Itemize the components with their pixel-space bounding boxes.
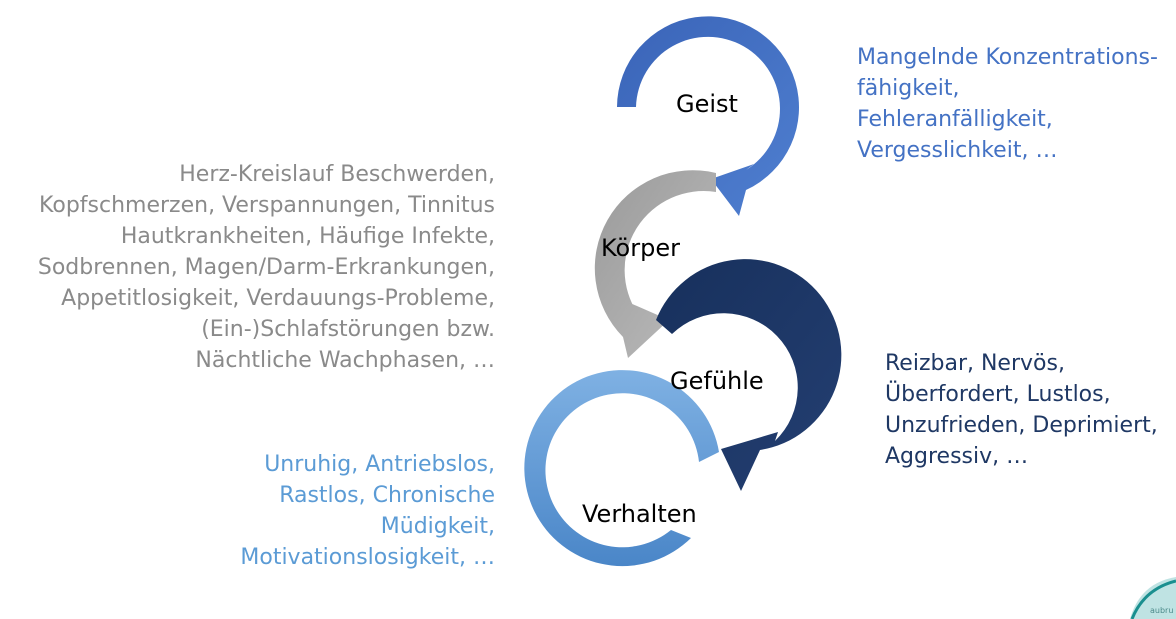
geist-description-line: Mangelnde Konzentrations- bbox=[857, 45, 1158, 70]
koerper-description-line: Appetitlosigkeit, Verdauungs-Probleme, bbox=[61, 286, 495, 311]
gefuehle-description: Reizbar, Nervös, Überfordert, Lustlos, U… bbox=[885, 348, 1158, 472]
logo: aubru bbox=[1130, 577, 1176, 619]
verhalten-description-line: Unruhig, Antriebslos, bbox=[264, 452, 495, 477]
koerper-description-line: Hautkrankheiten, Häufige Infekte, bbox=[120, 224, 495, 249]
gefuehle-description-line: Aggressiv, … bbox=[885, 444, 1029, 469]
gefuehle-arrow bbox=[656, 259, 842, 491]
gefuehle-description-line: Unzufrieden, Deprimiert, bbox=[885, 413, 1158, 438]
verhalten-description-line: Motivationslosigkeit, … bbox=[240, 545, 495, 570]
koerper-description-line: Nächtliche Wachphasen, … bbox=[195, 348, 495, 373]
verhalten-description: Unruhig, Antriebslos, Rastlos, Chronisch… bbox=[240, 449, 495, 573]
geist-description-line: fähigkeit, bbox=[857, 76, 960, 101]
koerper-description-line: Sodbrennen, Magen/Darm-Erkrankungen, bbox=[37, 255, 495, 280]
koerper-description-line: Herz-Kreislauf Beschwerden, bbox=[179, 162, 495, 187]
verhalten-description-line: Müdigkeit, bbox=[380, 514, 495, 539]
stage-label-geist: Geist bbox=[676, 90, 738, 118]
stage-label-koerper: Körper bbox=[601, 234, 680, 262]
stage-label-gefuehle: Gefühle bbox=[670, 367, 764, 395]
gefuehle-description-line: Überfordert, Lustlos, bbox=[885, 382, 1111, 407]
geist-description-line: Vergesslichkeit, … bbox=[857, 138, 1058, 163]
stage-label-verhalten: Verhalten bbox=[582, 500, 697, 528]
koerper-description-line: (Ein-)Schlafstörungen bzw. bbox=[201, 317, 495, 342]
koerper-arrow bbox=[594, 170, 716, 358]
geist-arrow bbox=[617, 16, 799, 217]
logo-text: aubru bbox=[1150, 606, 1173, 615]
gefuehle-description-line: Reizbar, Nervös, bbox=[885, 351, 1065, 376]
verhalten-description-line: Rastlos, Chronische bbox=[279, 483, 495, 508]
verhalten-arrow bbox=[524, 370, 719, 567]
geist-description-line: Fehleranfälligkeit, bbox=[857, 107, 1053, 132]
geist-description: Mangelnde Konzentrations- fähigkeit, Feh… bbox=[857, 42, 1158, 166]
koerper-description-line: Kopfschmerzen, Verspannungen, Tinnitus bbox=[39, 193, 495, 218]
koerper-description: Herz-Kreislauf Beschwerden, Kopfschmerze… bbox=[38, 159, 495, 376]
